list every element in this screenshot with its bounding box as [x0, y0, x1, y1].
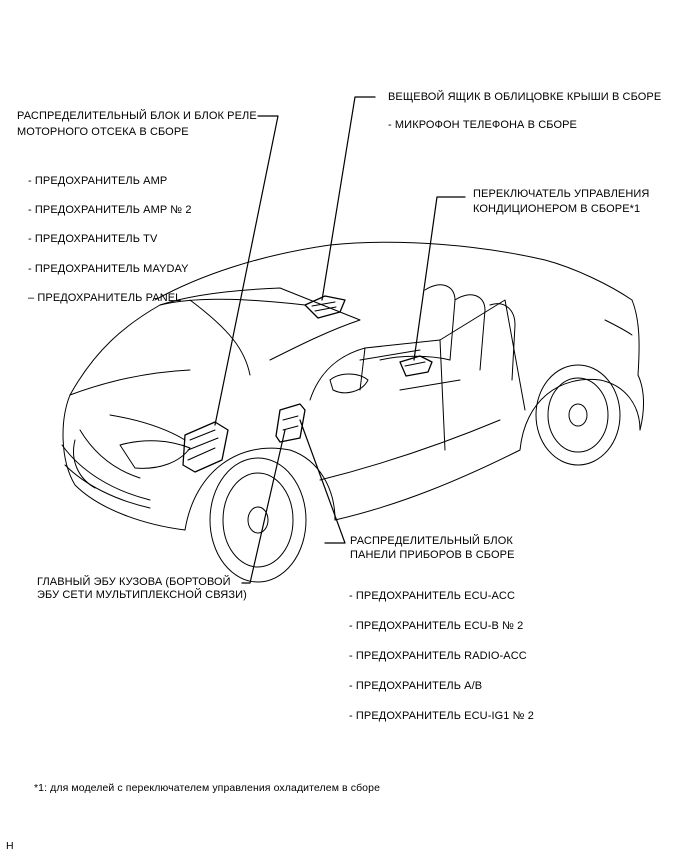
engine-fuse-item: - ПРЕДОХРАНИТЕЛЬ MAYDAY	[28, 263, 189, 275]
body-ecu-label-line1: ГЛАВНЫЙ ЭБУ КУЗОВА (БОРТОВОЙ	[37, 576, 231, 588]
panel-fuse-item: - ПРЕДОХРАНИТЕЛЬ ECU-ACC	[349, 590, 515, 602]
engine-fuse-item: - ПРЕДОХРАНИТЕЛЬ AMP	[28, 175, 168, 187]
roof-box-label: ВЕЩЕВОЙ ЯЩИК В ОБЛИЦОВКЕ КРЫШИ В СБОРЕ	[388, 91, 662, 103]
panel-fuse-item: - ПРЕДОХРАНИТЕЛЬ A/B	[349, 680, 483, 692]
ac-switch-label-line1: ПЕРЕКЛЮЧАТЕЛЬ УПРАВЛЕНИЯ	[473, 188, 650, 200]
engine-fuse-item: - ПРЕДОХРАНИТЕЛЬ TV	[28, 233, 158, 245]
panel-fuse-item: - ПРЕДОХРАНИТЕЛЬ ECU-B № 2	[349, 620, 524, 632]
body-ecu-label-line2: ЭБУ СЕТИ МУЛЬТИПЛЕКСНОЙ СВЯЗИ)	[37, 589, 247, 601]
body-ecu-component	[275, 403, 306, 443]
engine-fuse-item: - ПРЕДОХРАНИТЕЛЬ AMP № 2	[28, 204, 192, 216]
roof-mic-label: - МИКРОФОН ТЕЛЕФОНА В СБОРЕ	[388, 119, 577, 131]
leader-lines	[214, 96, 466, 584]
car-body-outline	[61, 241, 644, 583]
panel-fuse-item: - ПРЕДОХРАНИТЕЛЬ RADIO-ACC	[349, 650, 527, 662]
footnote: *1: для моделей с переключателем управле…	[34, 782, 381, 794]
corner-mark: H	[6, 840, 14, 852]
panel-fuse-item: - ПРЕДОХРАНИТЕЛЬ ECU-IG1 № 2	[349, 710, 534, 722]
panel-box-label-line2: ПАНЕЛИ ПРИБОРОВ В СБОРЕ	[350, 549, 515, 561]
engine-box-label-line1: РАСПРЕДЕЛИТЕЛЬНЫЙ БЛОК И БЛОК РЕЛЕ	[17, 110, 257, 122]
panel-box-label-line1: РАСПРЕДЕЛИТЕЛЬНЫЙ БЛОК	[350, 535, 513, 547]
engine-fuse-item: – ПРЕДОХРАНИТЕЛЬ PANEL	[28, 292, 182, 304]
ac-switch-label-line2: КОНДИЦИОНЕРОМ В СБОРЕ*1	[473, 203, 641, 215]
ac-switch-component	[399, 355, 433, 377]
engine-box-label-line2: МОТОРНОГО ОТСЕКА В СБОРЕ	[17, 126, 189, 138]
roof-console-component	[304, 295, 346, 319]
